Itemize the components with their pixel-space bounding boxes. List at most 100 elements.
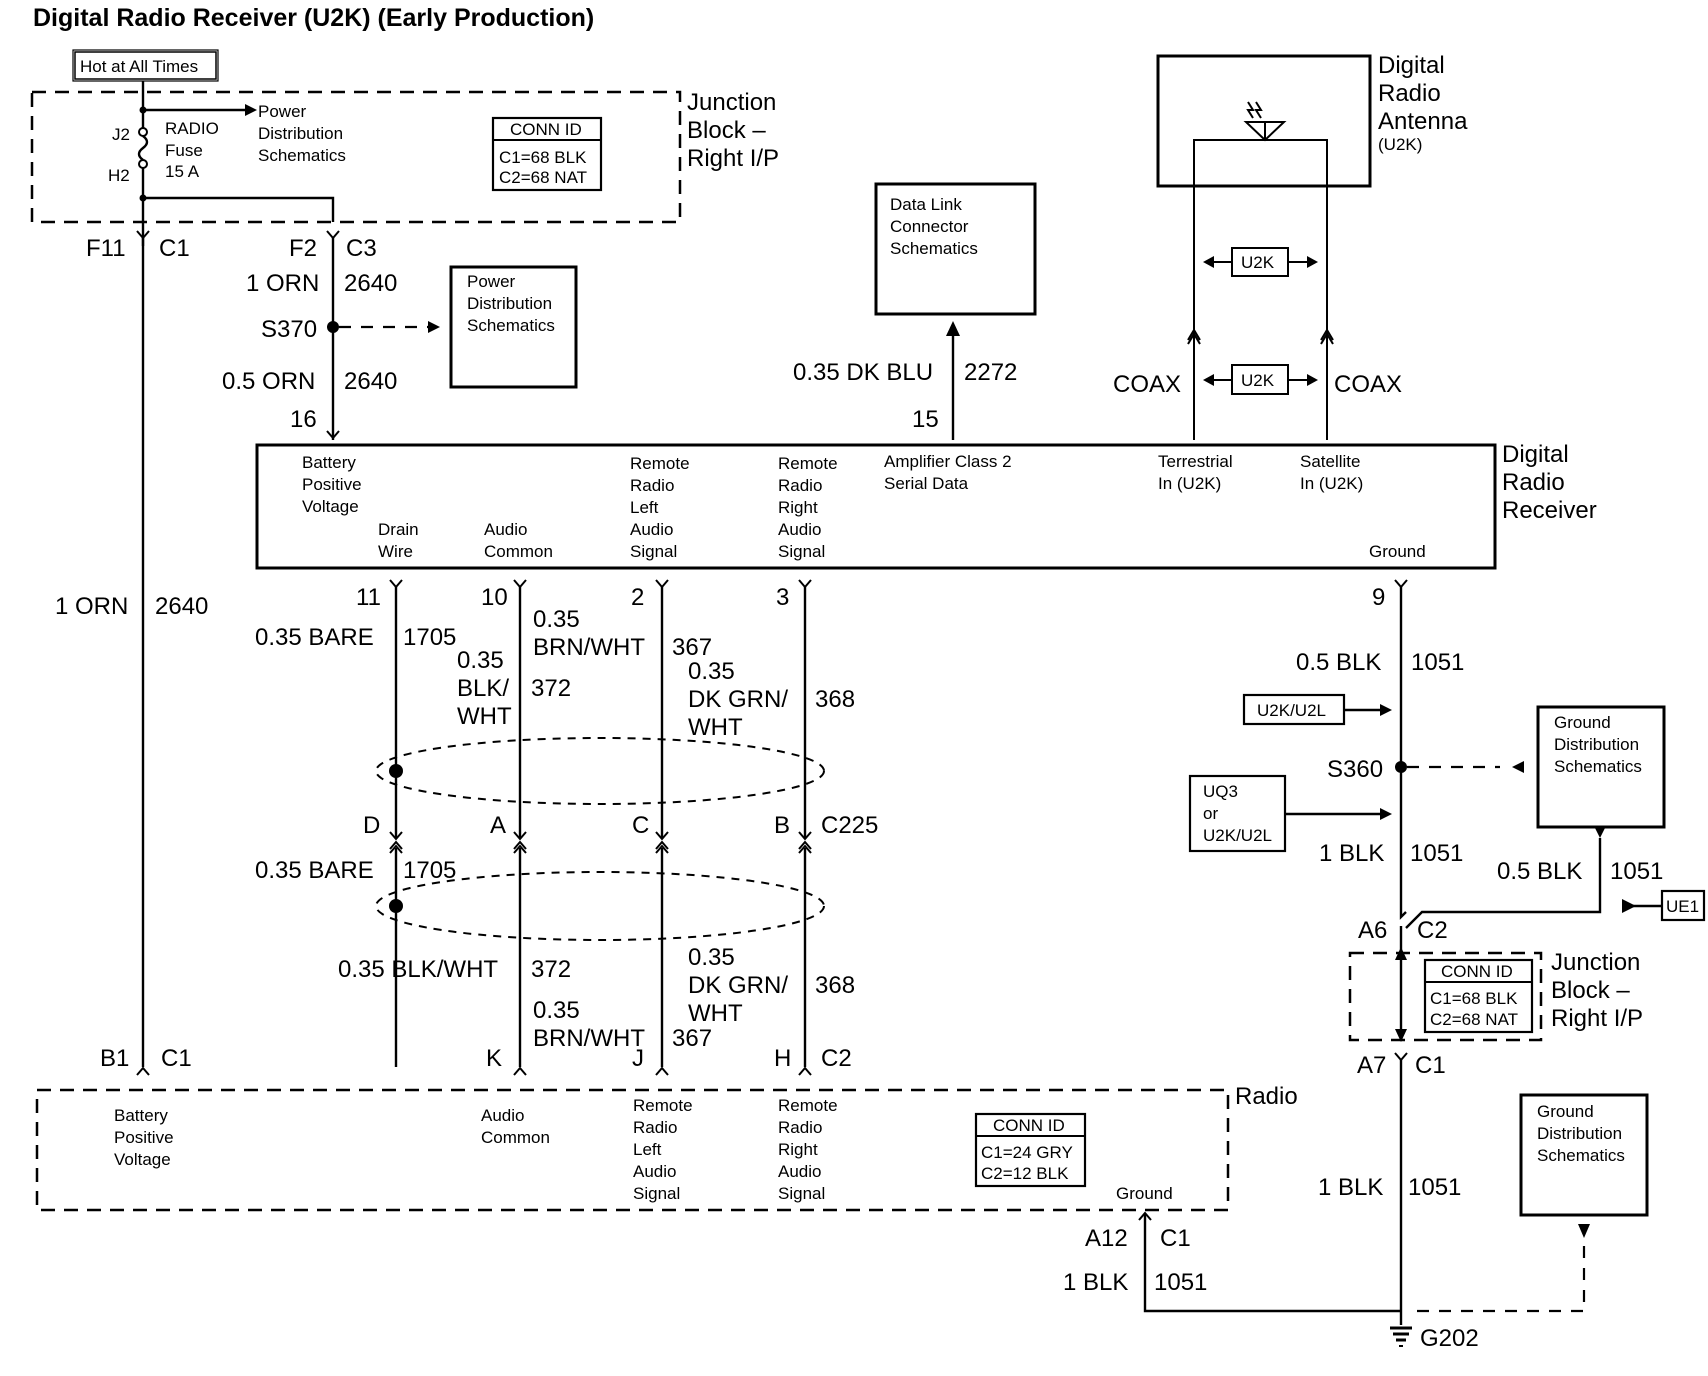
left-lower-circuit: 367 bbox=[672, 1025, 712, 1052]
s370-lower-gauge: 0.5 ORN bbox=[222, 368, 315, 395]
svg-text:C1=68 BLK: C1=68 BLK bbox=[499, 148, 587, 167]
digital-radio-receiver bbox=[255, 443, 1497, 570]
pin-k-label: K bbox=[486, 1045, 502, 1072]
svg-text:Amplifier Class 2: Amplifier Class 2 bbox=[884, 452, 1012, 471]
svg-text:BRN/WHT: BRN/WHT bbox=[533, 1025, 645, 1052]
fuse-terminal-j2 bbox=[138, 127, 148, 137]
pin-f11-label: F11 bbox=[86, 235, 126, 262]
s370-upper-circuit: 2640 bbox=[344, 270, 397, 297]
receiver-pin-terrestrial-label: Terrestrial In (U2K) bbox=[1158, 452, 1233, 493]
svg-text:Digital: Digital bbox=[1502, 441, 1569, 468]
ground-wire2-circuit: 1051 bbox=[1410, 840, 1463, 867]
ground-wire4-gauge: 1 BLK bbox=[1318, 1174, 1383, 1201]
svg-text:C2=68 NAT: C2=68 NAT bbox=[1430, 1010, 1518, 1029]
junction-block-right-outline bbox=[1348, 951, 1543, 1042]
junction-block-top-outline bbox=[30, 90, 682, 224]
receiver-pin-15: 15 bbox=[912, 406, 939, 433]
svg-text:Serial Data: Serial Data bbox=[884, 474, 969, 493]
conn-c2-radio-label: C2 bbox=[821, 1045, 852, 1072]
serial-data-circuit: 2272 bbox=[964, 359, 1017, 386]
battery-wire-gauge: 1 ORN bbox=[55, 593, 128, 620]
svg-text:BLK/: BLK/ bbox=[457, 675, 509, 702]
svg-text:Radio: Radio bbox=[1502, 469, 1565, 496]
arrow-down-icon bbox=[1594, 826, 1606, 838]
svg-text:Right I/P: Right I/P bbox=[1551, 1005, 1643, 1032]
drain-upper-gauge: 0.35 BARE bbox=[255, 624, 374, 651]
svg-text:Power: Power bbox=[467, 272, 516, 291]
connector-pin-f2 bbox=[326, 230, 340, 240]
svg-text:Right: Right bbox=[778, 498, 818, 517]
junction-block-right-name: Junction Block – Right I/P bbox=[1551, 949, 1643, 1032]
svg-text:Distribution: Distribution bbox=[467, 294, 552, 313]
svg-text:Audio: Audio bbox=[778, 1162, 821, 1181]
connector-pin-j bbox=[655, 1066, 669, 1076]
svg-text:Junction: Junction bbox=[687, 89, 776, 116]
common-lower-circuit: 372 bbox=[531, 956, 571, 983]
conn-id-top: CONN ID C1=68 BLK C2=68 NAT bbox=[491, 116, 603, 192]
u2k-option-lower: U2K bbox=[1203, 364, 1318, 395]
svg-text:Remote: Remote bbox=[778, 454, 838, 473]
svg-text:0.35: 0.35 bbox=[533, 606, 580, 633]
option-ue1: UE1 bbox=[1660, 889, 1706, 922]
conn-id-right: CONN ID C1=68 BLK C2=68 NAT bbox=[1423, 958, 1534, 1034]
receiver-pin-ground-label: Ground bbox=[1369, 542, 1426, 561]
svg-text:Signal: Signal bbox=[630, 542, 677, 561]
radio-ground-label: Ground bbox=[1116, 1184, 1173, 1203]
receiver-pin-audio-common-label: Audio Common bbox=[484, 520, 553, 561]
svg-text:Schematics: Schematics bbox=[1554, 757, 1642, 776]
svg-text:Audio: Audio bbox=[630, 520, 673, 539]
svg-text:Antenna: Antenna bbox=[1378, 108, 1468, 135]
arrow-down-icon bbox=[1395, 1029, 1407, 1042]
arrow-left-icon bbox=[1512, 761, 1524, 773]
svg-text:In (U2K): In (U2K) bbox=[1300, 474, 1363, 493]
receiver-pin-10: 10 bbox=[481, 584, 508, 611]
svg-text:Receiver: Receiver bbox=[1502, 497, 1597, 524]
common-upper-gauge: 0.35 BLK/ WHT bbox=[457, 647, 512, 730]
ground-icon bbox=[1390, 1326, 1412, 1347]
svg-text:Schematics: Schematics bbox=[1537, 1146, 1625, 1165]
radio-name: Radio bbox=[1235, 1083, 1298, 1110]
svg-text:Terrestrial: Terrestrial bbox=[1158, 452, 1233, 471]
junction-block-top-name: Junction Block – Right I/P bbox=[687, 89, 779, 172]
ground-distribution-ref-1: Ground Distribution Schematics bbox=[1536, 705, 1666, 829]
receiver-pin-satellite-label: Satellite In (U2K) bbox=[1300, 452, 1363, 493]
fuse-icon bbox=[137, 135, 149, 161]
radio-fuse-label: RADIO Fuse 15 A bbox=[165, 119, 219, 181]
svg-text:Common: Common bbox=[481, 1128, 550, 1147]
conn-c2-a6-label: C2 bbox=[1417, 917, 1448, 944]
fuse-pin-h2: H2 bbox=[108, 166, 130, 185]
svg-text:(U2K): (U2K) bbox=[1378, 135, 1422, 154]
drain-shield-connection-lower bbox=[389, 899, 403, 913]
arrow-up-icon bbox=[946, 321, 960, 336]
svg-text:Distribution: Distribution bbox=[1537, 1124, 1622, 1143]
power-distribution-ref-s370: Power Distribution Schematics bbox=[449, 265, 578, 389]
radio-common-label: Audio Common bbox=[481, 1106, 550, 1147]
conn-c3-label: C3 bbox=[346, 235, 377, 262]
pin-f2-label: F2 bbox=[289, 235, 317, 262]
receiver-pin-9: 9 bbox=[1372, 584, 1385, 611]
svg-text:Distribution: Distribution bbox=[1554, 735, 1639, 754]
antenna-icon bbox=[1243, 101, 1287, 142]
svg-text:Radio: Radio bbox=[633, 1118, 677, 1137]
receiver-pin-serial-data-label: Amplifier Class 2 Serial Data bbox=[884, 452, 1012, 493]
radio-ground-gauge: 1 BLK bbox=[1063, 1269, 1128, 1296]
radio-right-label: Remote Radio Right Audio Signal bbox=[778, 1096, 838, 1203]
left-upper-circuit: 367 bbox=[672, 634, 712, 661]
svg-text:C1=68 BLK: C1=68 BLK bbox=[1430, 989, 1518, 1008]
svg-text:Distribution: Distribution bbox=[258, 124, 343, 143]
svg-text:DK GRN/: DK GRN/ bbox=[688, 972, 788, 999]
conn-c1-radio-label: C1 bbox=[161, 1045, 192, 1072]
s370-lower-circuit: 2640 bbox=[344, 368, 397, 395]
svg-text:Data Link: Data Link bbox=[890, 195, 962, 214]
svg-text:0.35: 0.35 bbox=[688, 944, 735, 971]
fuse-terminal-h2 bbox=[138, 159, 148, 169]
svg-text:Audio: Audio bbox=[481, 1106, 524, 1125]
ground-wire1-circuit: 1051 bbox=[1411, 649, 1464, 676]
svg-text:Positive: Positive bbox=[114, 1128, 174, 1147]
arrow-right-icon bbox=[428, 321, 440, 333]
svg-text:0.35: 0.35 bbox=[457, 647, 504, 674]
svg-text:Battery: Battery bbox=[114, 1106, 168, 1125]
svg-text:Remote: Remote bbox=[630, 454, 690, 473]
radio-battery-label: Battery Positive Voltage bbox=[114, 1106, 174, 1169]
